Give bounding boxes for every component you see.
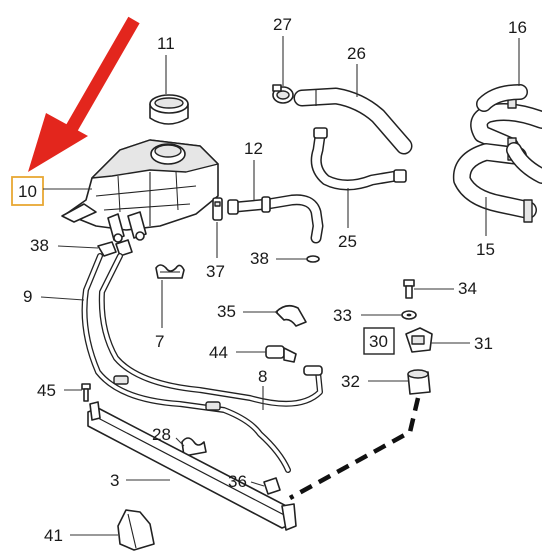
callout-9: 9 [23,287,32,306]
callout-45: 45 [37,381,56,400]
red-pointer-arrow-icon [28,16,140,172]
rubber-mount-32 [407,369,431,395]
callout-25: 25 [338,232,357,251]
callout-31: 31 [474,334,493,353]
hose-16 [476,84,542,184]
callout-30: 30 [369,332,388,351]
callout-11: 11 [157,34,175,53]
bolt-34 [403,279,415,299]
callout-36: 36 [228,472,247,491]
tank-cap [149,94,189,125]
pipe-8 [98,253,323,411]
hose-12 [227,194,324,244]
mount-31 [405,327,433,353]
bracket-41 [117,509,155,551]
hose-15 [452,87,542,223]
bolt-45 [81,383,91,402]
hose-26 [293,87,413,155]
rail-3 [87,401,297,531]
part-10-highlight-box [11,176,44,206]
callout-28: 28 [152,425,171,444]
clamp-37 [212,197,223,221]
washer-33 [401,310,417,320]
callout-3: 3 [110,471,119,490]
callout-10: 10 [18,182,37,201]
pipe-9 [81,253,291,473]
callout-33: 33 [333,306,352,325]
hose-25 [310,127,407,191]
connector-38-left [97,239,133,257]
clamp-27 [272,84,294,104]
clip-7 [155,264,185,279]
clip-28 [181,437,207,457]
callout-41: 41 [44,526,63,545]
callout-38-left: 38 [30,236,49,255]
part-30-box [363,327,395,355]
callout-38-right: 38 [250,249,269,268]
expansion-tank [61,139,219,243]
callout-8: 8 [258,367,267,386]
sensor-44 [265,345,297,363]
callout-12: 12 [244,139,263,158]
callout-35: 35 [217,302,236,321]
callout-27: 27 [273,15,292,34]
bracket-35 [275,304,307,327]
callout-37: 37 [206,262,225,281]
callout-15: 15 [476,240,495,259]
callout-7: 7 [155,332,164,351]
callout-32: 32 [341,372,360,391]
callout-16: 16 [508,18,527,37]
callout-44: 44 [209,343,228,362]
clip-36 [263,477,281,495]
callout-34: 34 [458,279,477,298]
callout-26: 26 [347,44,366,63]
connector-38-right [306,255,320,263]
